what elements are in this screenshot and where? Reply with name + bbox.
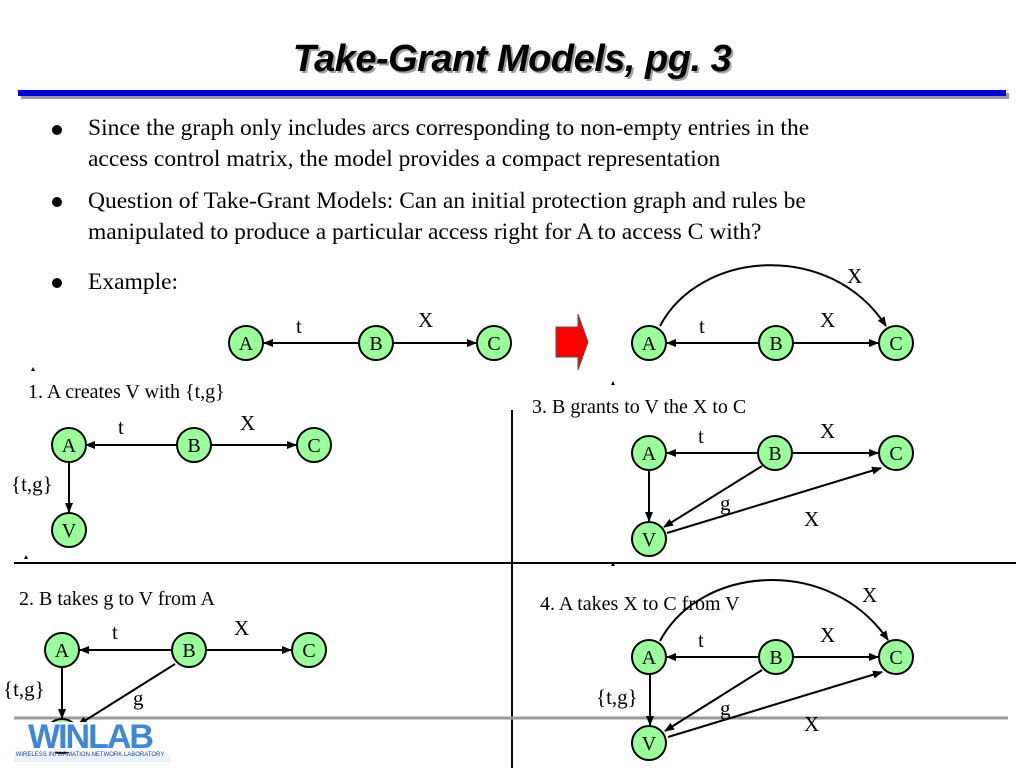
edge-label: X [820,419,835,443]
bullet-dot-2 [52,197,62,207]
node-top-left-c [476,325,512,361]
step-3-caption: 3. B grants to V the X to C [532,396,746,418]
node-label: B [369,333,382,355]
edge-s4-g [664,669,763,732]
winlab-logo-icon [14,722,170,762]
bullet-dot-3 [52,278,62,288]
bullet-2-line-1: Question of Take-Grant Models: Can an in… [88,188,806,214]
node-s1-b [176,427,212,463]
edge-label: X [234,616,249,640]
node-label: C [302,640,315,662]
bullet-1-line-2: access control matrix, the model provide… [88,146,721,172]
bullet-3-line-1: Example: [88,269,179,295]
edge-label: t [698,628,704,652]
bullet-1: Since the graph only includes arcs corre… [88,113,809,175]
edge-label: g [720,491,731,515]
edge-label: X [418,308,433,332]
edge-top-right-new-x [659,264,887,327]
node-s3-a [631,435,667,471]
corner-mark-icon [31,367,35,371]
node-label: B [182,640,195,662]
node-label: C [889,647,902,669]
corner-mark-icon [611,562,615,566]
step-1-caption: 1. A creates V with {t,g} [28,381,225,403]
page-title: Take-Grant Models, pg. 3 [292,38,732,80]
node-s1-a [51,427,87,463]
title-underline [18,90,1006,96]
edge-label: X [847,264,862,288]
edge-label: X [240,411,255,435]
node-s4-a [631,639,667,675]
edge-label: {t,g} [596,685,638,709]
corner-mark-icon [24,555,28,559]
step-4-caption: 4. A takes X to C from V [540,593,740,615]
edge-label: X [862,583,877,607]
page-title-shadow: Take-Grant Models, pg. 3 [294,40,734,82]
corner-mark-icon [611,381,615,385]
edge-s4-vx [667,670,883,738]
winlab-logo-text: WINLAB [28,718,154,756]
bullet-1-line-1: Since the graph only includes arcs corre… [88,115,810,141]
node-s1-v [51,512,87,548]
node-s2-c [291,632,327,668]
node-top-left-a [228,325,264,361]
node-s3-v [631,521,667,557]
node-s4-c [878,639,914,675]
node-label: A [642,647,657,669]
node-s2-a [44,632,80,668]
edge-label: X [820,623,835,647]
node-s3-c [878,435,914,471]
bullet-3: Example: [88,267,178,298]
edge-label: {t,g} [3,677,45,701]
winlab-logo-subtitle: WIRELESS INFORMATION NETWORK LABORATORY [15,752,165,758]
node-label: V [62,520,77,542]
edge-s3-g [663,465,763,528]
node-s1-c [296,427,332,463]
node-label: A [55,640,70,662]
node-label: B [769,333,782,355]
edge-label: X [820,308,835,332]
bullet-dot-1 [52,125,62,135]
node-label: A [239,333,254,355]
edge-label: g [720,696,731,720]
node-s2-b [171,632,207,668]
node-label: A [62,435,77,457]
node-top-right-a [631,325,667,361]
node-label: V [642,733,657,755]
node-top-right-c [878,325,914,361]
edge-label: t [699,314,705,338]
node-label: C [487,333,500,355]
edge-s2-g [77,663,176,726]
node-label: V [642,529,657,551]
edge-label: t [112,620,118,644]
edge-label: g [133,686,144,710]
node-label: A [642,333,657,355]
node-label: C [307,435,320,457]
red-implication-arrow-icon [555,313,589,371]
node-label: B [768,443,781,465]
node-label: A [642,443,657,465]
edge-label: t [296,314,302,338]
bullet-2: Question of Take-Grant Models: Can an in… [88,186,806,248]
node-s3-b [757,435,793,471]
node-label: B [187,435,200,457]
edge-label: t [118,415,124,439]
node-label: C [889,443,902,465]
bullet-2-line-2: manipulated to produce a particular acce… [88,219,762,245]
node-label: B [769,647,782,669]
edge-s3-vx [666,466,882,534]
step-2-caption: 2. B takes g to V from A [19,588,215,610]
edge-label: X [804,507,819,531]
edge-label: t [698,424,704,448]
edge-label: X [804,712,819,736]
node-s4-v [631,725,667,761]
edge-label: {t,g} [11,472,53,496]
node-top-right-b [758,325,794,361]
node-s4-b [758,639,794,675]
node-top-left-b [358,325,394,361]
edge-s4-new-x [659,579,889,642]
node-label: C [889,333,902,355]
